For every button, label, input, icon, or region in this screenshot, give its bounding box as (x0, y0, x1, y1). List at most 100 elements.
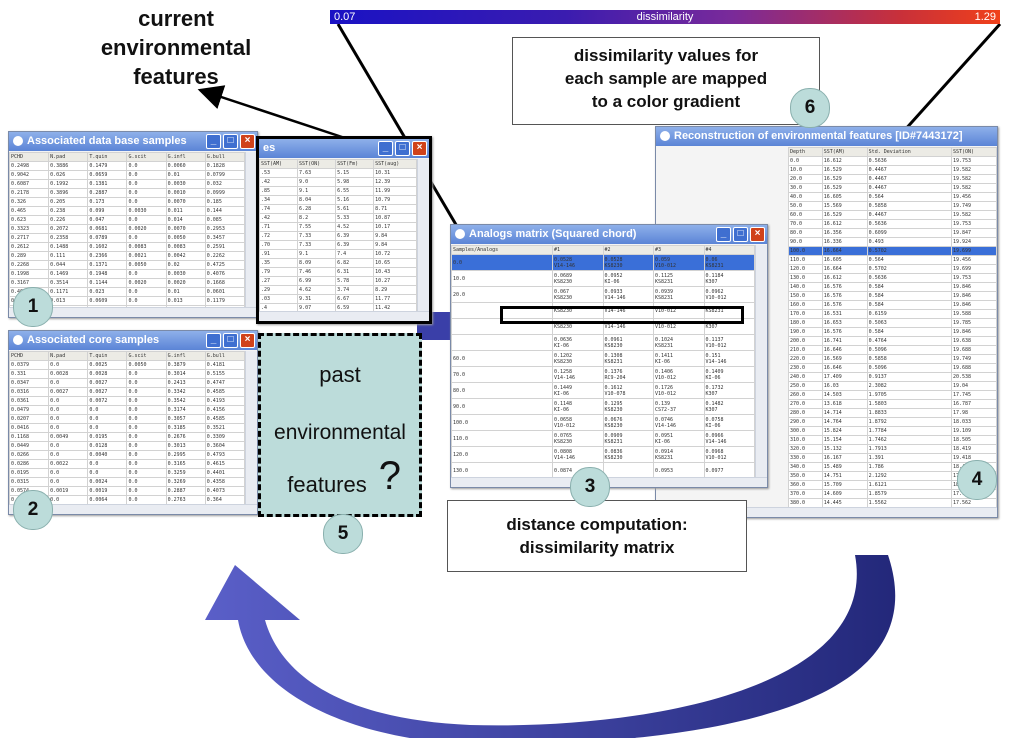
column-header[interactable]: Std. Deviation (866, 147, 953, 157)
vertical-scrollbar[interactable] (417, 159, 429, 311)
maximize-icon[interactable]: □ (733, 227, 748, 242)
window-analogs-matrix[interactable]: Analogs matrix (Squared chord) _□× Sampl… (450, 224, 768, 488)
maximize-icon[interactable]: □ (223, 134, 238, 149)
window-reconstruction[interactable]: Reconstruction of environmental features… (655, 126, 998, 518)
column-header[interactable]: G.infl (165, 351, 206, 361)
column-header[interactable]: G.bull (204, 152, 245, 162)
horizontal-scrollbar[interactable] (259, 311, 429, 321)
column-header[interactable]: PCHD (9, 152, 50, 162)
window-titlebar[interactable]: Associated core samples _□× (9, 331, 257, 350)
close-icon[interactable]: × (240, 333, 255, 348)
column-header[interactable]: SST(ON) (297, 159, 337, 169)
vertical-scrollbar[interactable] (755, 245, 767, 477)
column-header[interactable]: G.bull (204, 351, 245, 361)
column-header[interactable]: PCHD (9, 351, 50, 361)
column-header[interactable]: SST(Fm) (335, 159, 375, 169)
column-header[interactable]: Samples/Analogs (451, 245, 553, 255)
window-titlebar[interactable]: es _□× (259, 139, 429, 158)
column-header[interactable]: N.pad (48, 152, 89, 162)
column-header[interactable]: SST(aug) (373, 159, 417, 169)
minimize-icon[interactable]: _ (206, 134, 221, 149)
maximize-icon[interactable]: □ (395, 141, 410, 156)
column-header[interactable]: #2 (602, 245, 654, 255)
horizontal-scrollbar[interactable] (656, 507, 997, 517)
horizontal-scrollbar[interactable] (9, 307, 257, 317)
column-header[interactable]: G.scit (126, 152, 167, 162)
window-titlebar[interactable]: Analogs matrix (Squared chord) _□× (451, 225, 767, 244)
vertical-scrollbar[interactable] (245, 351, 257, 504)
column-header[interactable]: #3 (653, 245, 705, 255)
window-titlebar[interactable]: Associated data base samples _□× (9, 132, 257, 151)
maximize-icon[interactable]: □ (223, 333, 238, 348)
column-header[interactable]: #4 (703, 245, 755, 255)
